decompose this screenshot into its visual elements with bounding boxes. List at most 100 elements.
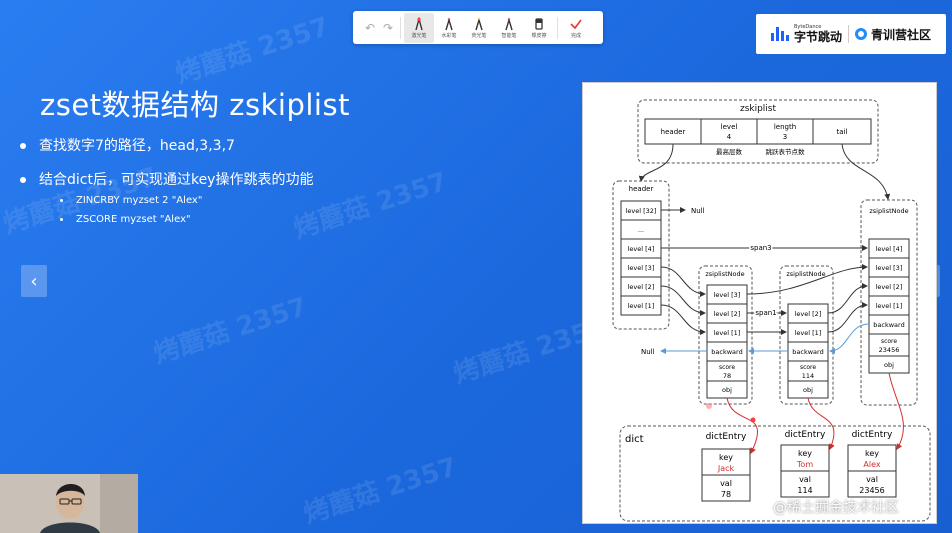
level1-pointer bbox=[660, 304, 706, 335]
dict-key-label: key bbox=[798, 449, 812, 458]
annotation-toolbar: ↶ ↷ 激光笔 水彩笔 荧光笔 智能笔 橡皮擦 完成 bbox=[353, 11, 603, 44]
sub-bullet-item: ZINCRBY myzset 2 "Alex" bbox=[60, 195, 202, 206]
laser-pen-icon bbox=[415, 16, 423, 30]
node2-level2-pointer bbox=[827, 283, 868, 314]
dict-key-cell bbox=[701, 448, 751, 476]
node3-level-label: level [1] bbox=[876, 302, 903, 310]
header-level-label: level [4] bbox=[628, 245, 655, 253]
dict-key-cell bbox=[847, 444, 897, 472]
node1-title: zsiplistNode bbox=[705, 270, 744, 278]
laser-pointer-dot bbox=[706, 403, 712, 409]
brand-banner: ByteDance 字节跳动 青训营社区 bbox=[756, 14, 946, 54]
node3-title: zsiplistNode bbox=[869, 207, 908, 215]
header-level-label: ... bbox=[638, 226, 644, 234]
zskiplist-tail-label: tail bbox=[837, 128, 848, 136]
node2-backward-label: backward bbox=[792, 348, 823, 356]
node2-obj-link bbox=[807, 397, 835, 450]
node2-score-value: 114 bbox=[802, 372, 814, 380]
node2-level-label: level [1] bbox=[795, 329, 822, 337]
zskiplist-length-value: 3 bbox=[783, 133, 787, 141]
highlighter-tool[interactable]: 荧光笔 bbox=[464, 13, 494, 43]
zskiplist-title: zskiplist bbox=[740, 104, 777, 114]
span3-label: span3 bbox=[750, 244, 771, 252]
sub-bullet-text: ZSCORE myzset "Alex" bbox=[76, 214, 191, 225]
eraser-icon bbox=[535, 17, 543, 30]
level3-pointer bbox=[660, 266, 706, 297]
zskiplist-level-label: level bbox=[721, 123, 738, 131]
watercolor-pen-tool[interactable]: 水彩笔 bbox=[434, 13, 464, 43]
header-node-title: header bbox=[629, 185, 654, 193]
dict-container bbox=[619, 425, 931, 522]
check-icon bbox=[570, 19, 582, 29]
dict-val-cell bbox=[780, 470, 830, 498]
bullet-text: 查找数字7的路径，head,3,3,7 bbox=[39, 138, 235, 154]
node1-obj-link bbox=[726, 397, 758, 454]
redo-icon[interactable]: ↷ bbox=[382, 20, 394, 35]
dict-val-value: 23456 bbox=[859, 486, 884, 495]
node3-backward-label: backward bbox=[873, 321, 904, 329]
zskiplist-level-value: 4 bbox=[727, 133, 732, 141]
header-level-label: level [32] bbox=[626, 207, 657, 215]
camp-name: 青训营社区 bbox=[871, 27, 932, 42]
laser-pen-tool[interactable]: 激光笔 bbox=[404, 12, 434, 43]
bytedance-logo-icon bbox=[771, 27, 789, 41]
chevron-left-icon: ‹ bbox=[30, 270, 38, 292]
bullet-item: 结合dict后，可实现通过key操作跳表的功能 bbox=[20, 169, 313, 189]
webcam-video bbox=[0, 474, 138, 533]
undo-icon[interactable]: ↶ bbox=[364, 20, 376, 35]
zskiplist-length-label: length bbox=[774, 123, 796, 131]
tool-label: 完成 bbox=[570, 32, 581, 39]
header-level-label: level [1] bbox=[628, 302, 655, 310]
node1-container bbox=[698, 265, 753, 405]
length-note: 跳跃表节点数 bbox=[766, 147, 806, 156]
node3-score-value: 23456 bbox=[879, 346, 900, 354]
smart-pen-icon bbox=[505, 17, 513, 30]
sub-bullet-dot bbox=[60, 198, 63, 202]
site-watermark: @稀土掘金技术社区 bbox=[773, 500, 899, 516]
node2-title: zsiplistNode bbox=[786, 270, 825, 278]
header-node-container bbox=[612, 180, 670, 330]
node3-container bbox=[860, 199, 918, 406]
done-tool[interactable]: 完成 bbox=[561, 13, 591, 43]
tool-label: 橡皮擦 bbox=[531, 32, 547, 39]
tool-label: 激光笔 bbox=[411, 32, 427, 39]
level-note: 最高层数 bbox=[716, 147, 743, 156]
watercolor-pen-icon bbox=[445, 17, 453, 30]
node2-level-label: level [2] bbox=[795, 310, 822, 318]
sub-bullet-text: ZINCRBY myzset 2 "Alex" bbox=[76, 195, 203, 206]
dict-entry: dictEntry key Alex val 23456 bbox=[847, 430, 897, 498]
node3-backward-pointer bbox=[829, 323, 870, 354]
node1-score-value: 78 bbox=[723, 372, 731, 380]
header-levels: level [32] ... level [4] level [3] level… bbox=[620, 200, 662, 316]
camp-logo-icon bbox=[855, 28, 868, 40]
dict-entry-title: dictEntry bbox=[785, 430, 826, 440]
eraser-tool[interactable]: 橡皮擦 bbox=[524, 13, 554, 43]
dict-val-label: val bbox=[866, 475, 878, 484]
bullet-dot bbox=[20, 177, 26, 183]
watermark: 烤蘑菇 2357 bbox=[150, 291, 311, 370]
tail-pointer bbox=[841, 143, 891, 200]
brand-small-text: ByteDance bbox=[794, 24, 822, 30]
dict-entry-title: dictEntry bbox=[706, 432, 747, 442]
null-label: Null bbox=[691, 207, 705, 215]
dict-key-value: Tom bbox=[796, 460, 813, 469]
zskiplist-container bbox=[637, 99, 879, 164]
dict-val-cell bbox=[847, 470, 897, 498]
presenter-image bbox=[0, 474, 138, 533]
smart-pen-tool[interactable]: 智能笔 bbox=[494, 13, 524, 43]
node3-score-label: score bbox=[881, 338, 897, 345]
node3-obj-label: obj bbox=[884, 361, 894, 369]
prev-slide-button[interactable]: ‹ bbox=[21, 265, 47, 297]
node3-obj-link bbox=[888, 372, 904, 450]
dict-entry-title: dictEntry bbox=[852, 430, 893, 440]
dict-val-label: val bbox=[799, 475, 811, 484]
node3-level-label: level [2] bbox=[876, 283, 903, 291]
node1-level-label: level [1] bbox=[714, 329, 741, 337]
dict-key-value: Alex bbox=[863, 460, 880, 469]
node3-level-label: level [4] bbox=[876, 245, 903, 253]
dict-entry: dictEntry key Tom val 114 bbox=[780, 430, 830, 498]
node1-obj-label: obj bbox=[722, 386, 732, 394]
dict-val-value: 114 bbox=[797, 486, 812, 495]
watermark: 烤蘑菇 2357 bbox=[172, 11, 333, 90]
